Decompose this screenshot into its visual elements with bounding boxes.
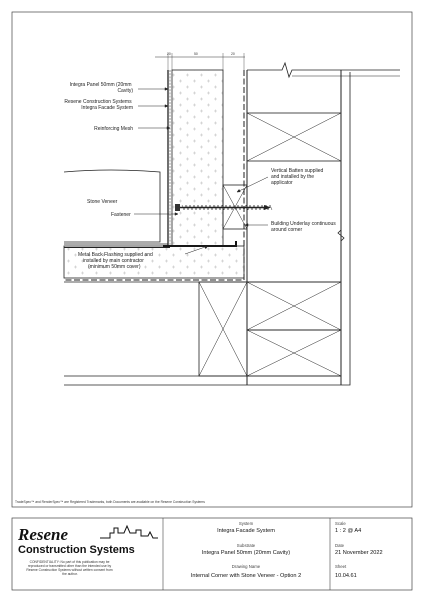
title-block-border (11, 517, 413, 591)
sheet-value: 10.04.61 (335, 573, 357, 579)
resene-logo: Resene Construction Systems (17, 524, 158, 556)
label-integra-panel: Integra Panel 50mm (20mm Cavity) (70, 82, 134, 94)
label-vertical-batten: Vertical Batten supplied and installed b… (271, 168, 325, 186)
dimension-batten: 20 (231, 52, 235, 56)
top-break-line (247, 61, 400, 79)
system-value: Integra Facade System (217, 528, 275, 534)
label-building-underlay: Building Underlay continuous around corn… (271, 221, 337, 233)
date-label: Date (335, 543, 345, 548)
label-fastener: Fastener (111, 212, 131, 218)
substrate-value: Integra Panel 50mm (20mm Cavity) (202, 550, 290, 556)
dimension-cavity: 20 (167, 52, 171, 56)
integra-panel-vertical (171, 69, 224, 247)
scale-value: 1 : 2 @ A4 (335, 528, 361, 534)
sheet-label: Sheet (335, 564, 347, 569)
dimension-string: 20 50 20 (155, 52, 245, 70)
timber-stud-upper (246, 112, 342, 162)
scale-label: Scale (335, 521, 346, 526)
drawing-name-value: Internal Corner with Stone Veneer - Opti… (191, 573, 301, 579)
label-stone-veneer: Stone Veneer (87, 199, 118, 205)
date-value: 21 November 2022 (335, 550, 383, 556)
integra-panel-horizontal (63, 245, 245, 279)
label-reinforcing-mesh: Reinforcing Mesh (94, 126, 133, 132)
building-underlay-line (64, 70, 245, 281)
skyline-icon (100, 524, 158, 539)
fastener (175, 204, 273, 211)
leader-lines (134, 87, 269, 255)
confidentiality-note: CONFIDENTIALITY: No part of this publica… (26, 560, 113, 576)
drawing-name-label: Drawing Name (232, 564, 261, 569)
trademark-note: TradeSpec™ and RenderSpec™ are Registere… (15, 500, 205, 504)
label-metal-back-flashing: Metal Back Flashing supplied and install… (78, 252, 154, 270)
logo-subtitle: Construction Systems (18, 544, 135, 556)
system-label: System (239, 521, 254, 526)
stone-veneer (63, 169, 161, 243)
substrate-label: Substrate (237, 543, 256, 548)
timber-stud-lower-right-b (246, 329, 342, 377)
label-resene-system: Resene Construction Systems Integra Faca… (64, 99, 133, 111)
interior-lining-line (64, 72, 351, 386)
timber-stud-lower-right-a (246, 281, 342, 331)
drawing-border (11, 11, 413, 508)
dimension-panel: 50 (194, 52, 198, 56)
timber-stud-lower-left (198, 281, 248, 377)
side-break-line (337, 229, 345, 242)
logo-wordmark: Resene (17, 525, 69, 544)
